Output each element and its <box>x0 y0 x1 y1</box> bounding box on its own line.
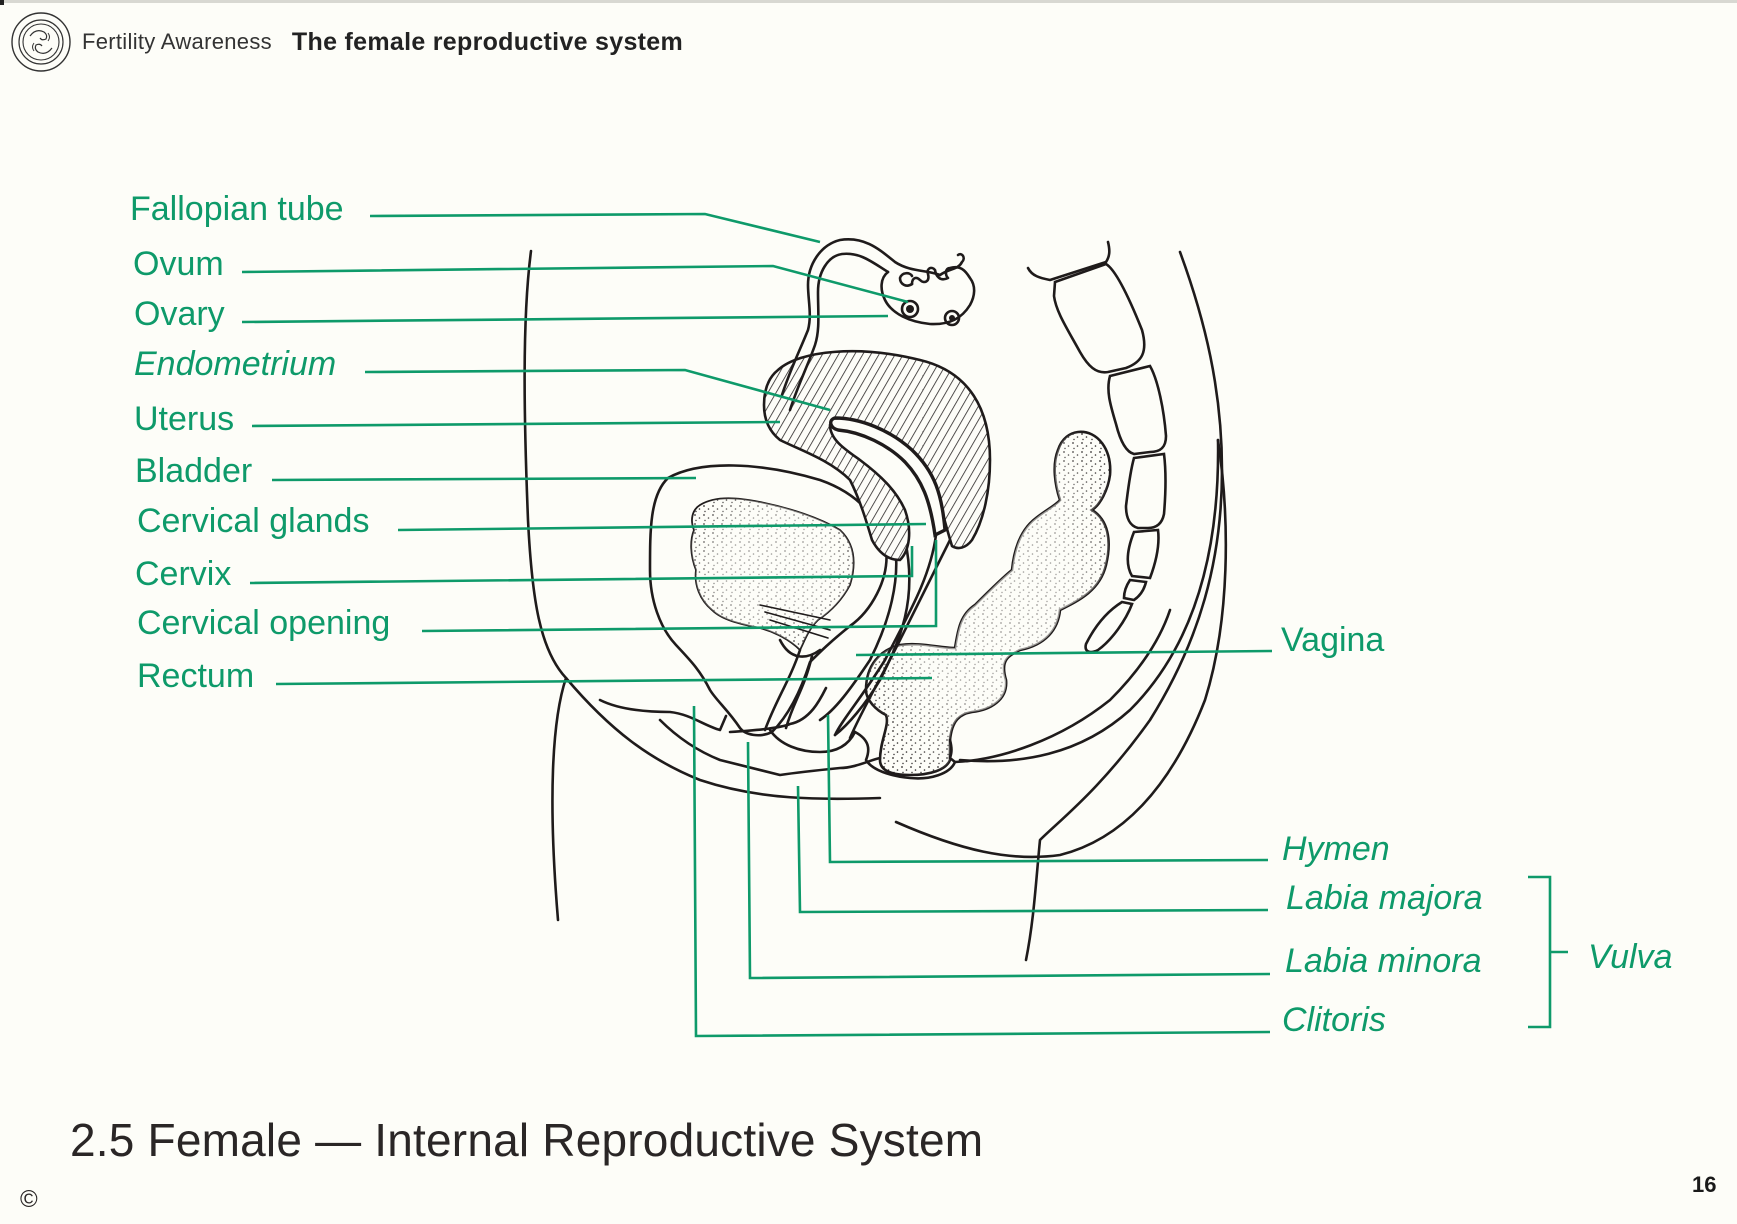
thigh-outline <box>551 676 568 922</box>
label-vagina: Vagina <box>1281 621 1384 659</box>
label-hymen: Hymen <box>1282 830 1390 868</box>
label-labia-majora: Labia majora <box>1286 879 1483 917</box>
figure-caption: 2.5 Female — Internal Reproductive Syste… <box>70 1114 984 1166</box>
label-ovary: Ovary <box>134 295 225 333</box>
rectum <box>864 430 1172 777</box>
right-labels: Vagina Hymen Labia majora Labia minora C… <box>1281 621 1672 1039</box>
uterus <box>762 349 992 562</box>
leader-cervical-glands <box>397 522 927 532</box>
coccyx <box>1026 240 1168 654</box>
leader-bladder <box>271 476 697 482</box>
circular-emblem-icon <box>11 12 71 72</box>
leader-cervix <box>249 546 914 585</box>
copyright-icon: © <box>20 1186 38 1213</box>
leader-labia-minora <box>746 741 1271 980</box>
bladder <box>648 464 888 737</box>
label-labia-minora: Labia minora <box>1285 942 1482 980</box>
section-title: The female reproductive system <box>291 27 684 56</box>
left-labels: Fallopian tube Ovum Ovary Endometrium Ut… <box>130 190 390 695</box>
label-vulva: Vulva <box>1588 938 1672 976</box>
label-ovum: Ovum <box>133 245 224 283</box>
leader-ovary <box>241 314 889 324</box>
leader-vagina <box>855 649 1273 657</box>
label-endometrium: Endometrium <box>134 345 336 383</box>
buttock-outline <box>894 438 1228 859</box>
leader-clitoris <box>692 705 1271 1038</box>
leader-cervical-opening <box>421 540 938 633</box>
leader-fallopian-tube <box>369 212 821 244</box>
label-cervical-glands: Cervical glands <box>137 502 369 540</box>
fallopian-tube <box>780 238 976 412</box>
top-border <box>0 0 1737 3</box>
leader-hymen <box>826 714 1269 864</box>
leader-rectum <box>275 676 933 686</box>
brand-name: Fertility Awareness <box>82 29 272 54</box>
page-number: 16 <box>1692 1172 1717 1197</box>
page-header: Fertility Awareness The female reproduct… <box>10 10 683 74</box>
label-clitoris: Clitoris <box>1282 1001 1386 1039</box>
corner-mark <box>0 0 4 5</box>
label-bladder: Bladder <box>135 452 252 490</box>
label-rectum: Rectum <box>137 657 254 695</box>
label-fallopian-tube: Fallopian tube <box>130 190 344 228</box>
leader-endometrium <box>364 368 831 412</box>
pelvic-floor <box>598 686 957 780</box>
leader-lines <box>241 212 1568 1038</box>
leader-ovum <box>241 264 909 304</box>
body-outline <box>523 249 1228 962</box>
leader-labia-majora <box>796 785 1269 914</box>
sacrum-curve <box>958 438 1220 763</box>
vulva-bracket <box>1528 875 1552 1029</box>
label-uterus: Uterus <box>134 400 234 438</box>
label-cervical-opening: Cervical opening <box>137 604 390 642</box>
leader-uterus <box>251 420 781 428</box>
label-cervix: Cervix <box>135 555 231 593</box>
